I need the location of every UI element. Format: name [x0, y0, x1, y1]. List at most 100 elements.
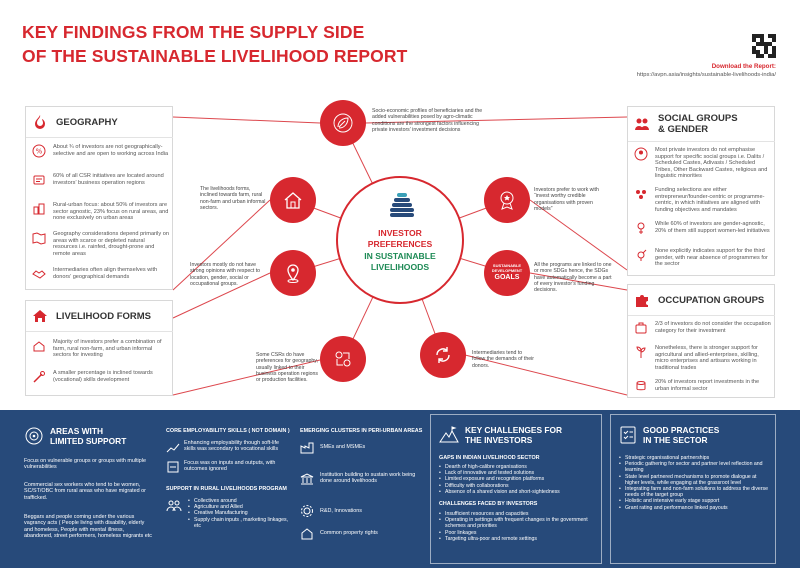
- occupation-item: Nonetheless, there is stronger support f…: [634, 345, 772, 371]
- briefcase-icon: [635, 322, 647, 334]
- social-item: While 60% of investors are gender-agnost…: [634, 221, 772, 235]
- people-icon: [635, 118, 649, 130]
- bubble-refresh: [420, 332, 466, 378]
- social-panel: SOCIAL GROUPS& GENDER Most private inves…: [627, 106, 775, 276]
- exchange-icon: [335, 351, 351, 367]
- people-icon: [166, 500, 182, 512]
- employability-item: Enhancing employability though soft-life…: [166, 440, 292, 454]
- occupation-title: OCCUPATION GROUPS: [658, 294, 765, 306]
- institution-icon: [300, 473, 314, 485]
- bubble-location: [270, 250, 316, 296]
- social-title-1: SOCIAL GROUPS: [658, 113, 738, 124]
- title-line-1: KEY FINDINGS FROM THE SUPPLY SIDE: [22, 22, 365, 42]
- social-item: Funding selections are either entreprene…: [634, 187, 772, 213]
- chart-up-icon: [166, 443, 180, 453]
- bubble-badge: [484, 177, 530, 223]
- csr-icon: [33, 175, 45, 185]
- percent-icon: %: [32, 144, 46, 158]
- center-line-1: INVESTOR: [378, 228, 422, 238]
- center-line-4: LIVELIHOODS: [370, 262, 430, 272]
- download-label: Download the Report:: [711, 63, 776, 70]
- geography-title: GEOGRAPHY: [56, 116, 118, 128]
- areas-item: Focus on vulnerable groups or groups wit…: [24, 458, 146, 471]
- factory-icon: [300, 442, 314, 454]
- bubble-house-text: The livelihoods forms, inclined towards …: [200, 186, 266, 211]
- bubble-leaf-text: Socio-economic profiles of beneficiaries…: [372, 108, 483, 133]
- livelihood-item: A smaller percentage is inclined towards…: [32, 370, 170, 384]
- geography-item: 60% of all CSR initiatives are located a…: [32, 173, 170, 187]
- occupation-header: OCCUPATION GROUPS: [628, 285, 774, 315]
- areas-item: Commercial sex workers who tend to be wo…: [24, 482, 146, 501]
- handshake-icon: [32, 270, 46, 279]
- challenges-title-1: KEY CHALLENGES FOR: [465, 425, 563, 435]
- center-circle: INVESTOR PREFERENCES IN SUSTAINABLE LIVE…: [336, 176, 464, 304]
- bubble-refresh-text: Intermediaries tend to follow the demand…: [472, 350, 534, 369]
- center-line-2: PREFERENCES: [367, 239, 433, 249]
- rural-list: Collectives around Agriculture and Allie…: [188, 498, 292, 529]
- clusters-title: EMERGING CLUSTERS IN PERI-URBAN AREAS: [300, 428, 423, 434]
- bubble-exchange: [320, 336, 366, 382]
- livelihood-title: LIVELIHOOD FORMS: [56, 310, 151, 322]
- flame-icon: [35, 115, 45, 129]
- geography-item: Rural-urban focus: about 50% of investor…: [32, 202, 170, 222]
- gaps-list: Dearth of high-calibre organisations Lac…: [439, 464, 599, 495]
- faced-list: Insufficient resources and capacities Op…: [439, 511, 599, 542]
- inputs-outputs-icon: [167, 461, 179, 473]
- livelihood-panel: LIVELIHOOD FORMS Majority of investors p…: [25, 300, 173, 396]
- bubble-location-text: Investors mostly do not have strong opin…: [190, 262, 261, 287]
- occupation-panel: OCCUPATION GROUPS 2/3 of investors do no…: [627, 284, 775, 398]
- women-icon: [637, 222, 645, 234]
- download-link[interactable]: https://avpn.asia/insights/sustainable-l…: [636, 72, 776, 78]
- areas-title-1: AREAS WITH: [50, 426, 104, 436]
- mountain-icon: [439, 426, 459, 443]
- faced-title: CHALLENGES FACED BY INVESTORS: [439, 501, 538, 507]
- geography-item: % About ¾ of investors are not geographi…: [32, 144, 170, 158]
- social-item: None explicitly indicates support for th…: [634, 248, 772, 268]
- bubble-badge-text: Investors prefer to work with “invest wo…: [534, 187, 599, 212]
- house-icon: [33, 310, 47, 322]
- livelihood-header: LIVELIHOOD FORMS: [26, 301, 172, 331]
- practices-list: Strategic organisational partnerships Pe…: [619, 455, 771, 511]
- practices-title-1: GOOD PRACTICES: [643, 425, 720, 435]
- map-icon: [32, 232, 46, 245]
- house-icon: [284, 192, 302, 209]
- checklist-icon: [620, 426, 636, 444]
- tools-icon: [33, 371, 45, 383]
- bubble-leaf: [320, 100, 366, 146]
- social-item: Most private investors do not emphasise …: [634, 147, 772, 180]
- farm-icon: [33, 341, 45, 352]
- bubble-sdg: SUSTAINABLE DEVELOPMENT GOALS: [484, 250, 530, 296]
- refresh-icon: [436, 347, 450, 363]
- livelihood-item: Majority of investors prefer a combinati…: [32, 339, 170, 359]
- people-icon: [634, 147, 648, 161]
- location-pin-icon: [287, 264, 299, 283]
- leaf-icon: [333, 113, 353, 133]
- coins-icon: [636, 381, 646, 391]
- bubble-sdg-text: All the programs are linked to one or mo…: [534, 262, 612, 294]
- gaps-title: GAPS IN INDIAN LIVELIHOOD SECTOR: [439, 455, 540, 461]
- rural-urban-icon: [33, 203, 45, 215]
- occupation-item: 2/3 of investors do not consider the occ…: [634, 321, 772, 335]
- rural-title: SUPPORT IN RURAL LIVELIHOODS PROGRAM: [166, 486, 287, 492]
- geography-panel: GEOGRAPHY % About ¾ of investors are not…: [25, 106, 173, 290]
- qr-code-icon[interactable]: [752, 34, 776, 58]
- coin-stack-icon: [390, 193, 414, 217]
- practices-title-2: IN THE SECTOR: [643, 435, 708, 445]
- bubble-house: [270, 177, 316, 223]
- title-line-2: OF THE SUSTAINABLE LIVELIHOOD REPORT: [22, 46, 408, 66]
- property-icon: [301, 528, 313, 540]
- areas-item: Beggars and people coming under the vari…: [24, 514, 152, 540]
- employability-item: Focus was on inputs and outputs, with ou…: [166, 460, 292, 474]
- geography-item: Geography considerations depend primaril…: [32, 231, 170, 257]
- employability-column: CORE EMPLOYABILITY SKILLS ( NOT DOMAIN )…: [166, 410, 292, 568]
- center-line-3: IN SUSTAINABLE: [364, 251, 436, 261]
- puzzle-icon: [636, 295, 648, 307]
- social-title-2: & GENDER: [658, 124, 709, 135]
- group-icon: [636, 190, 646, 199]
- areas-title-2: LIMITED SUPPORT: [50, 436, 127, 446]
- social-header: SOCIAL GROUPS& GENDER: [628, 107, 774, 141]
